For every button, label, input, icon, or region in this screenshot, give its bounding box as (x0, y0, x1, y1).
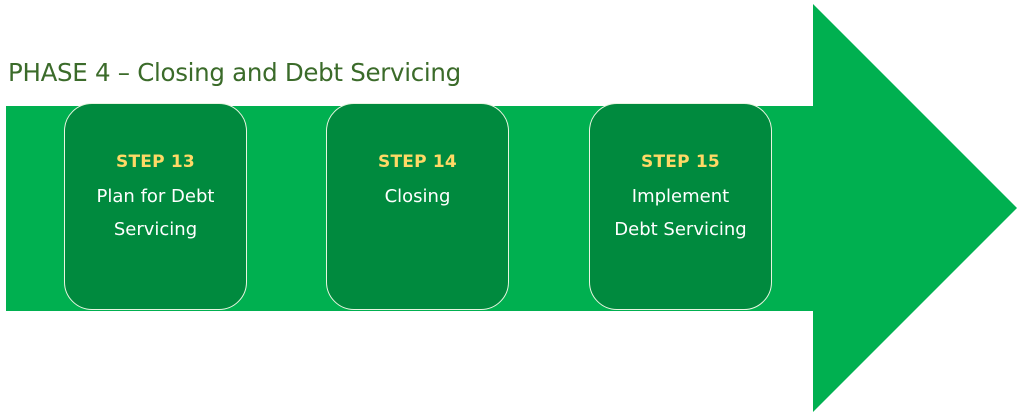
step-label: STEP 13 (116, 152, 195, 172)
step-label: STEP 15 (641, 152, 720, 172)
step-text: Implement Debt Servicing (614, 186, 747, 240)
phase-title: PHASE 4 – Closing and Debt Servicing (8, 58, 461, 87)
step-text: Plan for Debt Servicing (96, 186, 215, 240)
arrow-shape (6, 4, 1017, 412)
step-label: STEP 14 (378, 152, 457, 172)
step-text: Closing (384, 186, 451, 207)
step-box-13: STEP 13 Plan for Debt Servicing (64, 103, 247, 310)
step-box-15: STEP 15 Implement Debt Servicing (589, 103, 772, 310)
step-box-14: STEP 14 Closing (326, 103, 509, 310)
